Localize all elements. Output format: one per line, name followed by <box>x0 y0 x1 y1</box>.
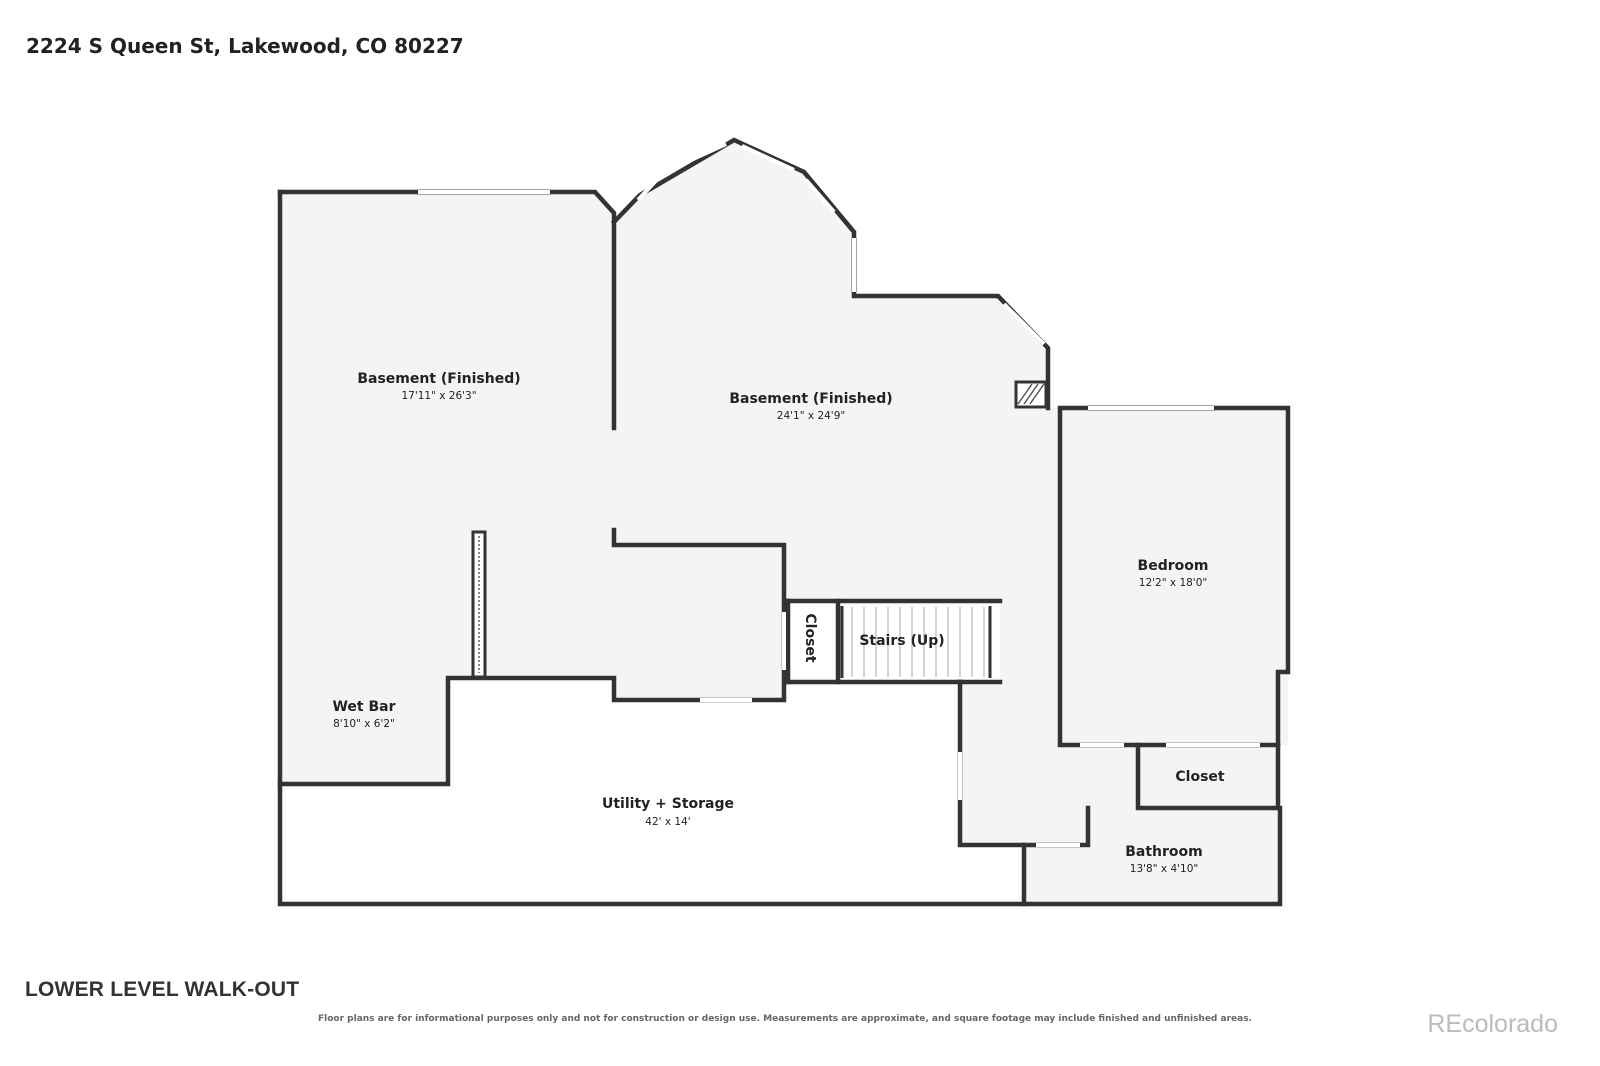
room-dims-bedroom: 12'2" x 18'0" <box>1139 577 1207 589</box>
level-title: LOWER LEVEL WALK-OUT <box>25 978 300 1001</box>
column-block <box>1014 380 1048 409</box>
room-label-bedroom: Bedroom <box>1138 558 1209 574</box>
room-label-bathroom: Bathroom <box>1125 844 1203 860</box>
room-label-stairs: Stairs (Up) <box>859 633 944 649</box>
room-dims-basement-center: 24'1" x 24'9" <box>777 410 845 422</box>
room-dims-bathroom: 13'8" x 4'10" <box>1130 863 1198 875</box>
floor-fills <box>280 140 1288 904</box>
disclaimer-text: Floor plans are for informational purpos… <box>318 1014 1252 1024</box>
room-label-basement-left: Basement (Finished) <box>357 371 520 387</box>
room-dims-utility: 42' x 14' <box>645 816 690 828</box>
room-label-closet-small: Closet <box>802 613 818 663</box>
room-label-wet-bar: Wet Bar <box>332 699 395 715</box>
room-dims-wet-bar: 8'10" x 6'2" <box>333 718 395 730</box>
windows <box>418 142 1260 847</box>
property-address: 2224 S Queen St, Lakewood, CO 80227 <box>26 34 464 58</box>
room-label-utility: Utility + Storage <box>602 796 734 812</box>
window-frames <box>418 189 1214 411</box>
stair-treads <box>851 607 985 677</box>
brand-logo: REcolorado <box>1427 1010 1558 1038</box>
room-dims-basement-left: 17'11" x 26'3" <box>401 390 476 402</box>
room-label-basement-center: Basement (Finished) <box>729 391 892 407</box>
room-label-closet-right: Closet <box>1175 769 1225 785</box>
